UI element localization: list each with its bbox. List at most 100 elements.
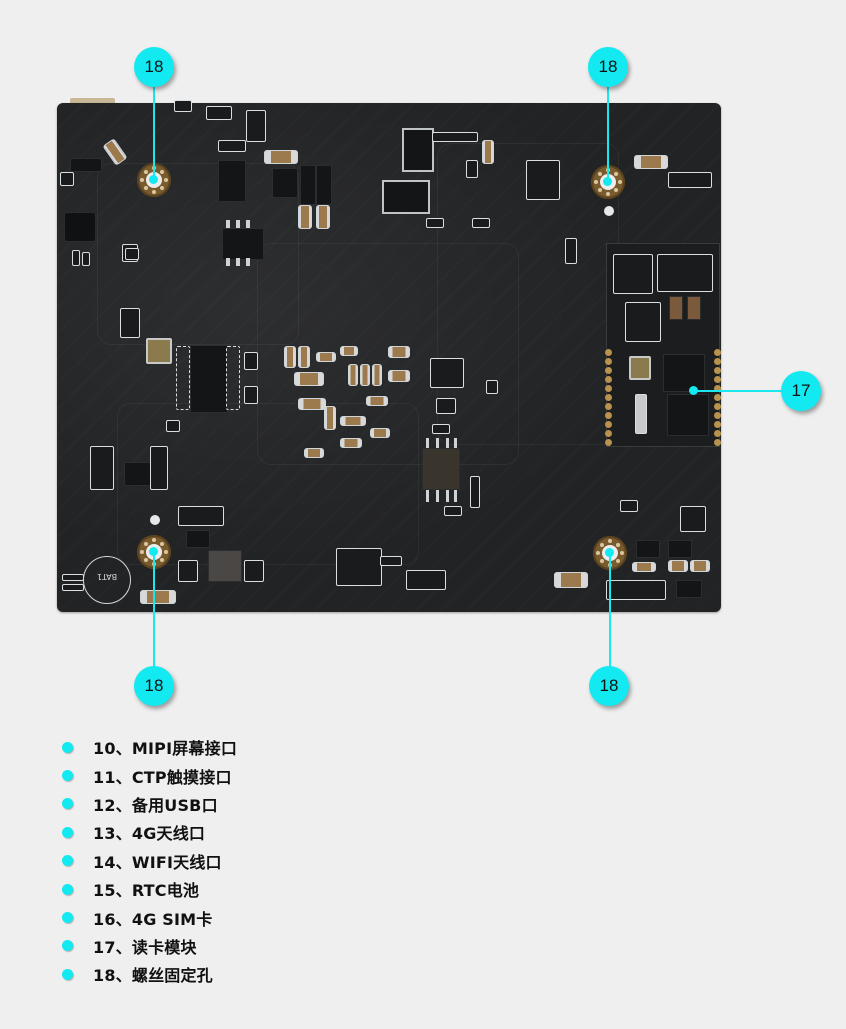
transistor bbox=[676, 580, 702, 598]
plating-dot bbox=[608, 539, 612, 543]
smd-pad bbox=[244, 352, 258, 370]
castellated-pad bbox=[605, 385, 612, 392]
smd-pad-group bbox=[244, 560, 264, 582]
plating-dot bbox=[143, 169, 148, 174]
plating-dot bbox=[618, 180, 622, 184]
ic-pin bbox=[446, 438, 449, 448]
capacitor bbox=[554, 572, 588, 588]
capacitor bbox=[348, 364, 358, 386]
module-pad-group bbox=[625, 302, 661, 342]
capacitor bbox=[316, 352, 336, 362]
capacitor bbox=[340, 438, 362, 448]
module-pad bbox=[635, 394, 647, 434]
ic-pin bbox=[236, 258, 240, 266]
module-inductor bbox=[669, 296, 683, 320]
smd-pad bbox=[166, 420, 180, 432]
castellated-pad bbox=[605, 376, 612, 383]
smd-pad bbox=[565, 238, 577, 264]
ic-pin bbox=[454, 490, 457, 502]
callout-top-right: 18 bbox=[588, 47, 628, 87]
plating-dot bbox=[597, 171, 602, 176]
smd-pad-group bbox=[178, 506, 224, 526]
castellated-pad bbox=[605, 349, 612, 356]
smd-pad bbox=[426, 218, 444, 228]
smd-pad bbox=[125, 248, 139, 260]
power-ic bbox=[222, 228, 264, 260]
capacitor bbox=[482, 140, 494, 164]
plating-dot bbox=[616, 542, 621, 547]
legend-item: 17、读卡模块 bbox=[62, 932, 237, 960]
legend-label: 16、4G SIM卡 bbox=[93, 909, 213, 929]
plating-dot bbox=[614, 188, 619, 193]
legend-item: 10、MIPI屏幕接口 bbox=[62, 733, 237, 761]
plating-dot bbox=[143, 186, 148, 191]
inductor bbox=[64, 212, 96, 242]
module-tssop-ic bbox=[667, 394, 709, 436]
castellated-pad bbox=[605, 430, 612, 437]
castellated-pad bbox=[605, 412, 612, 419]
diode-package bbox=[382, 180, 430, 214]
leader-line-bottom-left bbox=[153, 552, 155, 674]
castellated-pad bbox=[714, 358, 721, 365]
battery-silkscreen-label: BAT1 bbox=[96, 572, 118, 581]
castellated-pad bbox=[714, 412, 721, 419]
legend-label: 17、读卡模块 bbox=[93, 937, 197, 957]
capacitor bbox=[284, 346, 296, 368]
smd-pad bbox=[60, 172, 74, 186]
smd-pad-group bbox=[430, 358, 464, 388]
transistor bbox=[636, 540, 660, 558]
smd-pad-group bbox=[406, 570, 446, 590]
capacitor bbox=[668, 560, 688, 572]
inductor bbox=[300, 165, 316, 205]
via-hole bbox=[150, 515, 160, 525]
leader-line-bottom-right bbox=[609, 553, 611, 673]
ic-pin bbox=[246, 258, 250, 266]
smd-pad-group bbox=[150, 446, 168, 490]
diode bbox=[70, 158, 102, 172]
castellated-pad bbox=[714, 403, 721, 410]
castellated-pad bbox=[714, 439, 721, 446]
legend-label: 18、螺丝固定孔 bbox=[93, 966, 213, 986]
diode-package bbox=[402, 128, 434, 172]
smd-pad bbox=[82, 252, 90, 266]
ic-pin bbox=[436, 438, 439, 448]
smd-pad bbox=[620, 500, 638, 512]
smd-pad-group bbox=[680, 506, 706, 532]
ic-pin bbox=[246, 220, 250, 228]
smd-pad bbox=[668, 172, 712, 188]
bullet-icon bbox=[62, 855, 73, 867]
plating-dot bbox=[620, 551, 624, 555]
castellated-pad bbox=[714, 421, 721, 428]
bullet-icon bbox=[62, 741, 73, 753]
smd-pad bbox=[432, 132, 478, 142]
plating-dot bbox=[160, 558, 165, 563]
smd-pad bbox=[218, 140, 246, 152]
via-hole bbox=[604, 206, 614, 216]
tssop-ic bbox=[190, 345, 228, 413]
plating-dot bbox=[164, 550, 168, 554]
legend-item: 16、4G SIM卡 bbox=[62, 903, 237, 931]
rtc-battery-outline: BAT1 bbox=[83, 556, 131, 604]
bullet-icon bbox=[62, 940, 73, 952]
capacitor bbox=[340, 416, 366, 426]
ic-pin bbox=[454, 438, 457, 448]
ic-pin bbox=[226, 220, 230, 228]
smd-pad-group bbox=[336, 548, 382, 586]
smd-pad-group bbox=[178, 560, 198, 582]
capacitor bbox=[360, 364, 370, 386]
plating-dot bbox=[160, 541, 165, 546]
callout-label: 18 bbox=[144, 676, 164, 695]
legend-item: 18、螺丝固定孔 bbox=[62, 960, 237, 988]
module-qfn-ic bbox=[663, 354, 705, 392]
plating-dot bbox=[606, 192, 610, 196]
leader-dot bbox=[149, 547, 158, 556]
smd-pad bbox=[206, 106, 232, 120]
smd-pad bbox=[244, 386, 258, 404]
bullet-icon bbox=[62, 912, 73, 924]
smd-pad bbox=[466, 160, 478, 178]
callout-right: 17 bbox=[781, 371, 821, 411]
soic8-ic bbox=[422, 448, 460, 490]
capacitor bbox=[324, 406, 336, 430]
smd-pad bbox=[472, 218, 490, 228]
capacitor bbox=[372, 364, 382, 386]
